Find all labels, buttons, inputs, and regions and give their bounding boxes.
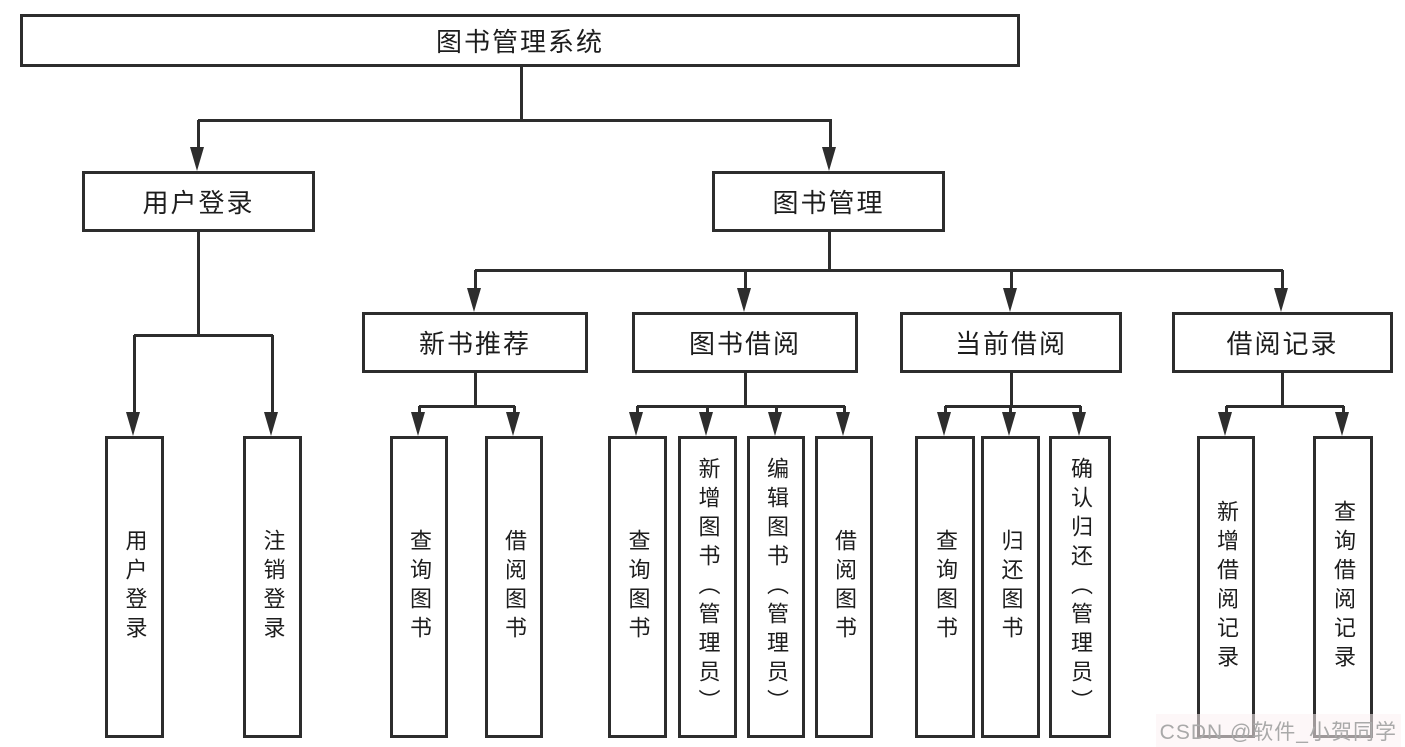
node-leaf-bb-edit-book: 编辑图书（管理员） bbox=[747, 436, 805, 738]
node-label: 编辑图书（管理员） bbox=[764, 456, 789, 718]
connector-line bbox=[1280, 373, 1284, 408]
node-label: 图书管理 bbox=[772, 188, 885, 218]
arrowhead-down-icon bbox=[264, 412, 278, 436]
arrow-stub bbox=[270, 335, 274, 416]
connector-line bbox=[827, 232, 831, 272]
arrowhead-down-icon bbox=[822, 147, 836, 171]
arrowhead-down-icon bbox=[467, 288, 481, 312]
node-label: 借阅图书 bbox=[502, 529, 527, 645]
node-leaf-bb-query-book: 查询图书 bbox=[608, 436, 667, 738]
node-label: 借阅图书 bbox=[832, 529, 857, 645]
node-label: 借阅记录 bbox=[1226, 329, 1339, 359]
arrow-stub bbox=[196, 120, 200, 151]
node-leaf-bb-add-book: 新增图书（管理员） bbox=[678, 436, 737, 738]
node-label: 查询图书 bbox=[933, 529, 958, 645]
arrowhead-down-icon bbox=[1335, 412, 1349, 436]
arrow-stub bbox=[774, 406, 778, 416]
node-borrowing-records: 借阅记录 bbox=[1172, 312, 1393, 373]
node-leaf-user-login: 用户登录 bbox=[105, 436, 164, 738]
arrow-stub bbox=[842, 406, 846, 416]
connector-line bbox=[1226, 404, 1344, 408]
connector-line bbox=[637, 404, 845, 408]
node-label: 查询借阅记录 bbox=[1331, 500, 1356, 674]
node-label: 注销登录 bbox=[260, 529, 286, 645]
node-leaf-nbr-borrow-book: 借阅图书 bbox=[485, 436, 543, 738]
arrowhead-down-icon bbox=[1218, 412, 1232, 436]
connector-line bbox=[519, 66, 523, 122]
connector-line bbox=[475, 268, 1283, 272]
arrowhead-down-icon bbox=[190, 147, 204, 171]
arrow-stub bbox=[743, 270, 747, 292]
arrow-stub bbox=[473, 270, 477, 292]
node-label: 新书推荐 bbox=[418, 329, 531, 359]
arrow-stub bbox=[1009, 270, 1013, 292]
arrowhead-down-icon bbox=[737, 288, 751, 312]
connector-line bbox=[419, 404, 515, 408]
connector-line bbox=[1009, 373, 1013, 408]
arrow-stub bbox=[1341, 406, 1345, 416]
arrow-stub bbox=[1280, 270, 1284, 292]
node-leaf-cb-query-book: 查询图书 bbox=[915, 436, 975, 738]
arrow-stub bbox=[1078, 406, 1082, 416]
node-label: 用户登录 bbox=[142, 188, 255, 218]
node-leaf-br-add-record: 新增借阅记录 bbox=[1197, 436, 1255, 738]
arrowhead-down-icon bbox=[126, 412, 140, 436]
connector-line bbox=[473, 373, 477, 408]
connector-line bbox=[945, 404, 1081, 408]
arrow-stub bbox=[1224, 406, 1228, 416]
arrowhead-down-icon bbox=[699, 412, 713, 436]
arrowhead-down-icon bbox=[1274, 288, 1288, 312]
arrow-stub bbox=[705, 406, 709, 416]
node-label: 新增借阅记录 bbox=[1214, 500, 1239, 674]
csdn-watermark: CSDN @软件_小贺同学 bbox=[1155, 714, 1401, 747]
node-leaf-cb-confirm-return: 确认归还（管理员） bbox=[1049, 436, 1111, 738]
arrow-stub bbox=[828, 120, 832, 151]
arrowhead-down-icon bbox=[1002, 412, 1016, 436]
node-label: 确认归还（管理员） bbox=[1068, 456, 1093, 718]
arrowhead-down-icon bbox=[506, 412, 520, 436]
node-label: 新增图书（管理员） bbox=[695, 456, 721, 718]
node-leaf-nbr-query-book: 查询图书 bbox=[390, 436, 448, 738]
arrowhead-down-icon bbox=[836, 412, 850, 436]
arrow-stub bbox=[635, 406, 639, 416]
arrowhead-down-icon bbox=[768, 412, 782, 436]
arrow-stub bbox=[943, 406, 947, 416]
connector-line bbox=[743, 373, 747, 408]
node-label: 查询图书 bbox=[625, 529, 651, 645]
node-label: 归还图书 bbox=[998, 529, 1024, 645]
arrow-stub bbox=[132, 335, 136, 416]
node-current-borrowing: 当前借阅 bbox=[900, 312, 1122, 373]
node-label: 图书借阅 bbox=[688, 329, 801, 359]
arrowhead-down-icon bbox=[1003, 288, 1017, 312]
connector-line bbox=[198, 118, 832, 122]
node-leaf-cb-return-book: 归还图书 bbox=[981, 436, 1040, 738]
node-leaf-br-query-record: 查询借阅记录 bbox=[1313, 436, 1373, 738]
node-user-login: 用户登录 bbox=[82, 171, 315, 232]
arrowhead-down-icon bbox=[937, 412, 951, 436]
arrow-stub bbox=[417, 406, 421, 416]
node-leaf-logout: 注销登录 bbox=[243, 436, 302, 738]
arrow-stub bbox=[512, 406, 516, 416]
node-book-management: 图书管理 bbox=[712, 171, 945, 232]
connector-line bbox=[134, 333, 273, 337]
arrowhead-down-icon bbox=[1072, 412, 1086, 436]
arrow-stub bbox=[1008, 406, 1012, 416]
node-new-book-recommend: 新书推荐 bbox=[362, 312, 588, 373]
node-label: 用户登录 bbox=[122, 529, 148, 645]
node-label: 查询图书 bbox=[407, 529, 432, 645]
arrowhead-down-icon bbox=[411, 412, 425, 436]
node-book-borrowing: 图书借阅 bbox=[632, 312, 858, 373]
node-label: 当前借阅 bbox=[954, 329, 1067, 359]
node-leaf-bb-borrow-book: 借阅图书 bbox=[815, 436, 873, 738]
node-root: 图书管理系统 bbox=[20, 14, 1020, 67]
arrowhead-down-icon bbox=[629, 412, 643, 436]
connector-line bbox=[196, 232, 200, 337]
node-label: 图书管理系统 bbox=[435, 27, 604, 57]
